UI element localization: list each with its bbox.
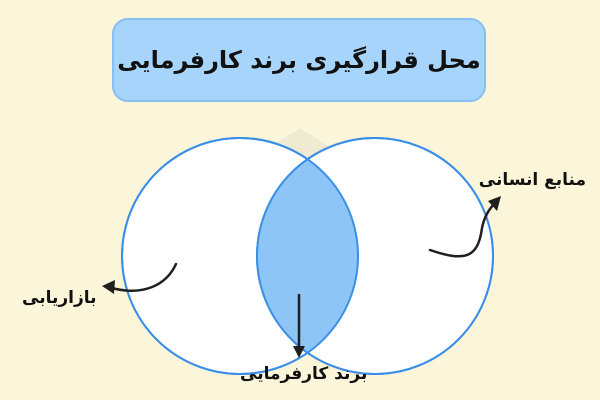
intersection-region (257, 138, 358, 374)
employer-brand-label: برند کارفرمایی (240, 364, 368, 384)
diagram-title: محل قرارگیری برند کارفرمایی (112, 18, 486, 102)
hr-label: منابع انسانی (478, 170, 586, 190)
marketing-arrowhead-icon (102, 280, 115, 294)
marketing-arrow (110, 262, 178, 292)
hr-arrowhead-icon (488, 196, 501, 211)
marketing-circle-outline (121, 137, 359, 375)
hr-arrow (428, 201, 497, 258)
brand-arrowhead-icon (293, 346, 305, 358)
hr-circle-outline (256, 137, 494, 375)
marketing-label: بازاریابی (22, 288, 97, 308)
